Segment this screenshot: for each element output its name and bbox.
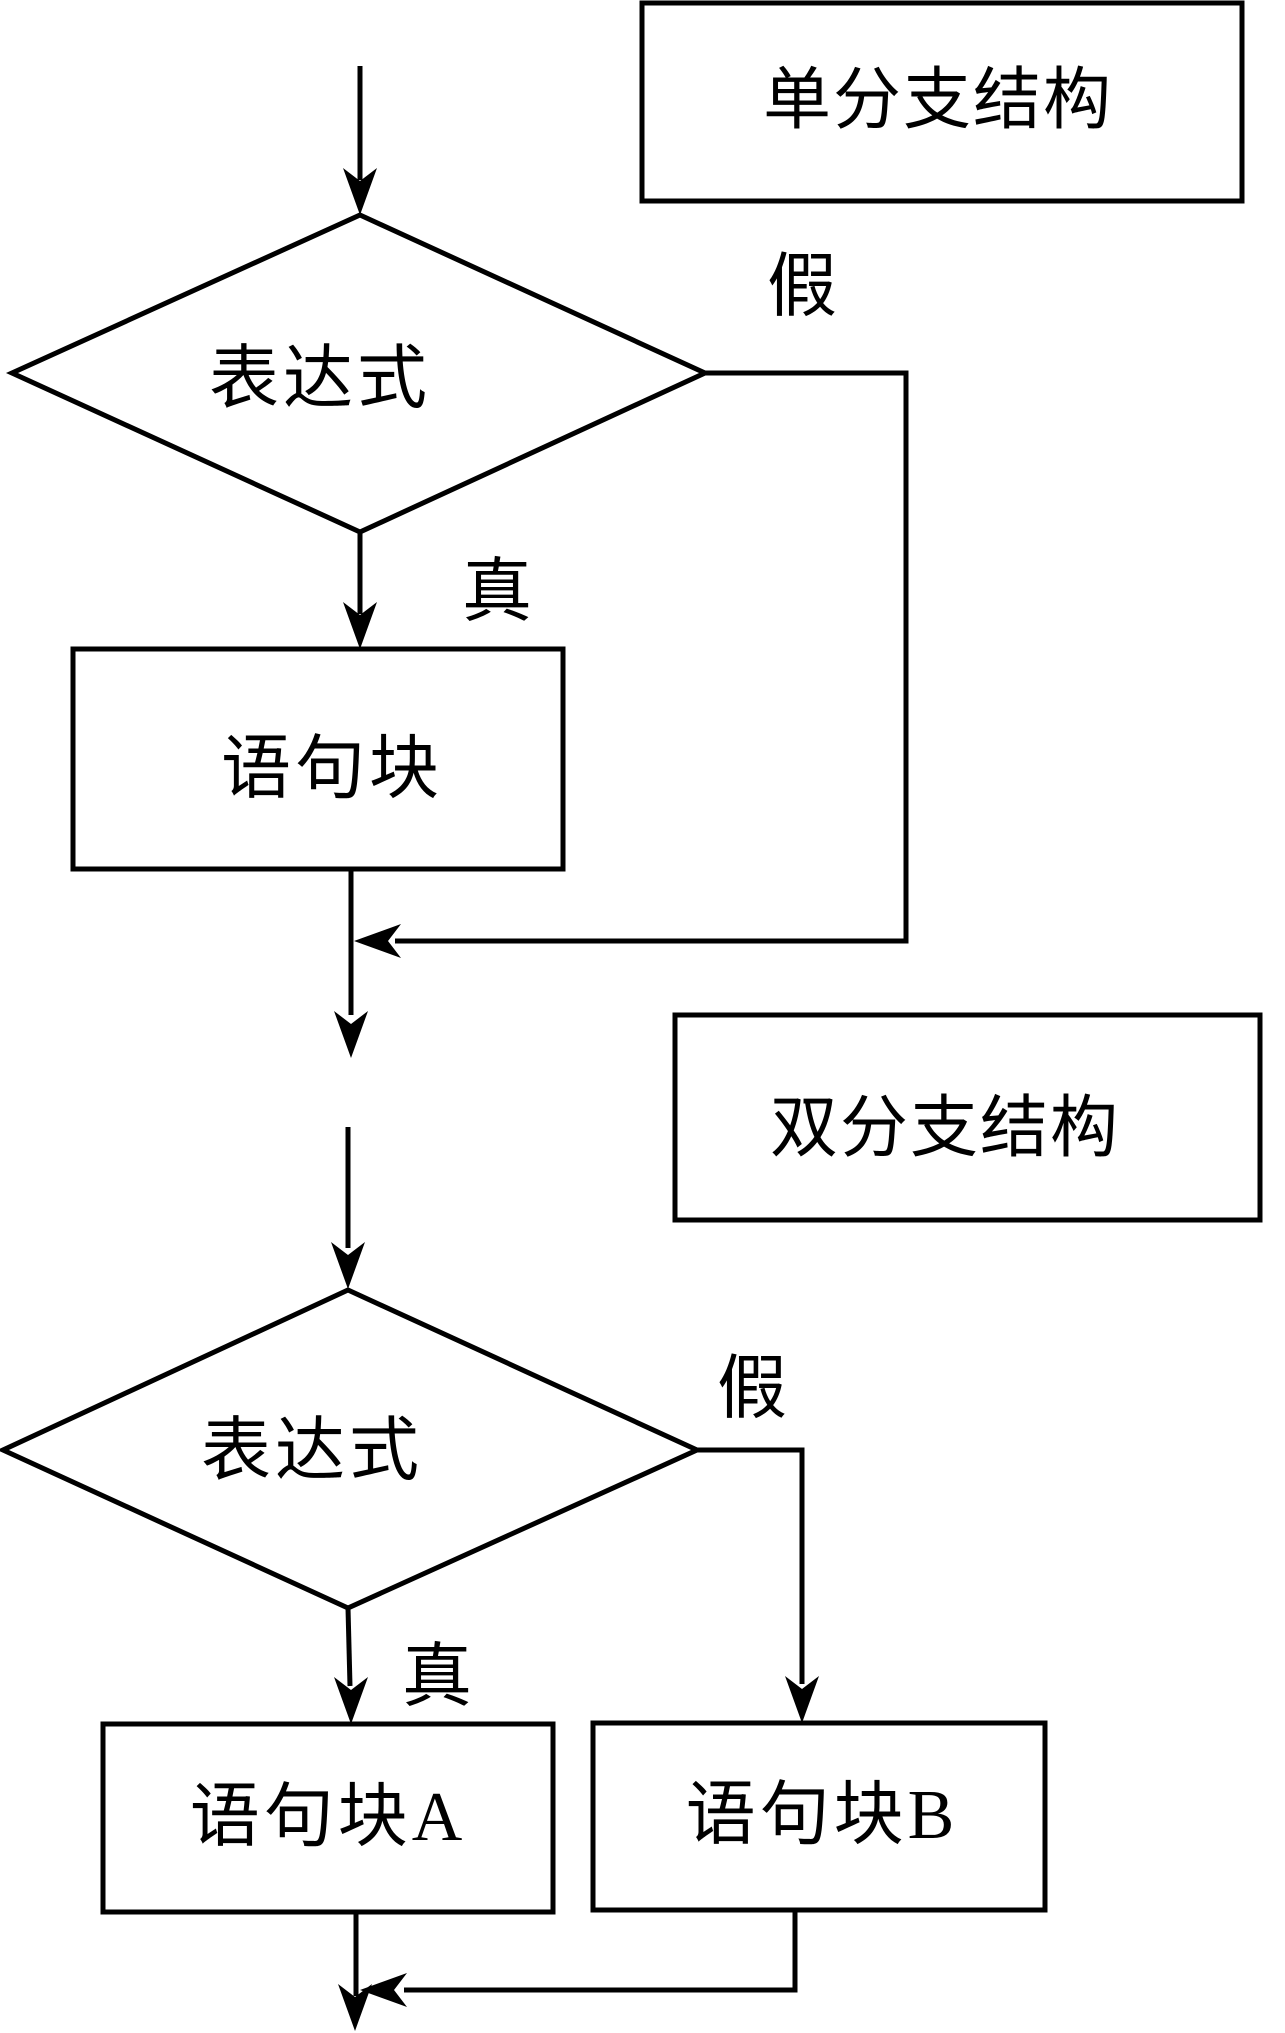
arrowhead-into-diamond-2	[331, 1242, 365, 1289]
arrowhead-false-2	[785, 1676, 819, 1723]
arrowhead-after-merge-1	[334, 1011, 368, 1058]
false-label-2: 假	[717, 1351, 787, 1428]
title-box-single	[639, 0, 1245, 204]
statement-block-b	[590, 1720, 1048, 1913]
arrowhead-true-1	[343, 602, 377, 649]
section-title-single: 单分支结构	[762, 62, 1114, 138]
statement-block-b-label: 语句块B	[685, 1777, 959, 1854]
false-label-1: 假	[767, 249, 837, 326]
arrowhead-final	[338, 1984, 372, 2031]
true-label-1: 真	[462, 554, 532, 631]
decision-label-1: 表达式	[209, 341, 431, 418]
statement-block-a	[100, 1721, 556, 1915]
arrowhead-merge-left-1	[354, 924, 401, 958]
section-title-double: 双分支结构	[769, 1090, 1121, 1166]
after-block-b-line	[404, 1910, 798, 1993]
statement-block-a-label: 语句块A	[189, 1779, 467, 1856]
statement-block-label-1: 语句块	[221, 731, 443, 808]
true-label-2: 真	[402, 1639, 472, 1716]
arrowhead-true-2	[334, 1677, 368, 1724]
false-branch-line-2	[697, 1447, 805, 1684]
statement-block-1	[70, 646, 566, 872]
title-box-double	[672, 1012, 1263, 1223]
arrowhead-merge-left-2	[360, 1973, 407, 2007]
true-branch-line-2	[345, 1607, 353, 1687]
decision-label-2: 表达式	[201, 1413, 423, 1490]
false-branch-line-1	[395, 370, 909, 944]
arrowhead-into-diamond-1	[343, 168, 377, 215]
